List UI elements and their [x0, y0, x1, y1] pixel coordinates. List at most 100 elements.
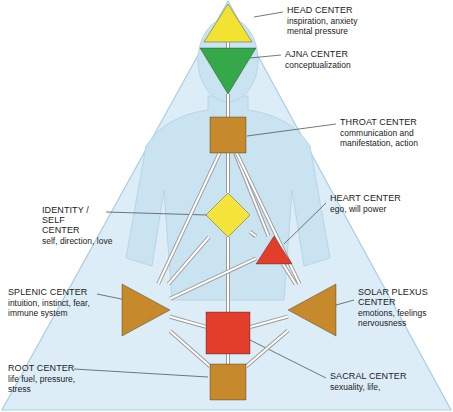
center-description: conceptualization — [285, 61, 385, 71]
channel-fill — [250, 232, 256, 237]
channel-fill — [227, 94, 229, 117]
center-shape — [288, 284, 336, 336]
center-outline — [210, 117, 246, 153]
center-label: SPLENIC CENTERintuition, instinct, fear,… — [8, 288, 98, 318]
channel — [250, 317, 288, 327]
center-label: HEART CENTERego, will power — [330, 194, 420, 215]
center-name: HEART CENTER — [330, 194, 420, 204]
center-label: HEAD CENTERinspiration, anxiety mental p… — [287, 6, 377, 36]
leader-line — [247, 124, 336, 136]
channel-fill — [227, 42, 229, 48]
center-node: SPLENIC CENTERintuition, instinct, fear,… — [122, 284, 170, 336]
channel-outline — [283, 264, 296, 284]
center-description: inspiration, anxiety mental pressure — [287, 17, 375, 37]
center-shape — [206, 193, 250, 237]
channel — [283, 264, 296, 284]
channel-fill — [227, 354, 229, 364]
leader-line — [74, 369, 208, 377]
channel-outline — [226, 94, 230, 117]
center-outline — [204, 4, 252, 42]
center-shape — [206, 312, 250, 354]
center-shape — [210, 117, 246, 153]
center-shape — [200, 48, 256, 94]
channel-outline — [250, 317, 288, 327]
center-shape — [256, 236, 292, 264]
center-node: ROOT CENTERlife fuel, pressure, stress — [210, 364, 246, 400]
channel — [170, 331, 210, 366]
channel-outline — [250, 232, 256, 237]
center-outline — [256, 236, 292, 264]
channel-fill — [170, 317, 206, 327]
center-label: IDENTITY / SELF CENTERself, direction, l… — [42, 206, 142, 246]
center-name: ROOT CENTER — [8, 364, 98, 374]
center-description: intuition, instinct, fear, immune system — [8, 299, 94, 319]
channel-outline — [170, 331, 210, 366]
center-outline — [210, 364, 246, 400]
channel — [228, 354, 229, 364]
channel — [168, 237, 209, 284]
center-name: SPLENIC CENTER — [8, 288, 98, 298]
channel — [170, 317, 206, 327]
channel-fill — [227, 153, 229, 193]
center-label: ROOT CENTERlife fuel, pressure, stress — [8, 364, 98, 394]
channel-outline — [226, 42, 230, 48]
center-label: THROAT CENTERcommunication and manifesta… — [340, 118, 435, 148]
center-name: AJNA CENTER — [285, 50, 375, 60]
channel — [246, 331, 288, 367]
center-description: self, direction, love — [42, 237, 142, 247]
channel-fill — [246, 331, 288, 367]
center-name: HEAD CENTER — [287, 6, 377, 16]
center-description: life fuel, pressure, stress — [8, 375, 88, 395]
channel-fill — [170, 331, 210, 366]
channel-outline — [170, 317, 206, 327]
channel-outline — [226, 153, 230, 193]
center-node: AJNA CENTERconceptualization — [200, 48, 256, 94]
channel-fill — [168, 237, 209, 284]
channel-outline — [226, 354, 230, 364]
center-outline — [206, 312, 250, 354]
center-name: SOLAR PLEXUS CENTER — [358, 288, 430, 308]
center-name: SACRAL CENTER — [330, 372, 420, 382]
body-silhouette — [126, 96, 330, 300]
center-outline — [206, 193, 250, 237]
channel — [170, 258, 256, 298]
channel — [228, 153, 229, 193]
center-outline — [200, 48, 256, 94]
center-shape — [210, 364, 246, 400]
center-description: emotions, feelings nervousness — [358, 309, 438, 329]
channel — [228, 94, 229, 117]
channel — [228, 42, 229, 48]
center-description: ego, will power — [330, 205, 420, 215]
center-shape — [204, 4, 252, 42]
center-label: SACRAL CENTERsexuality, life, — [330, 372, 420, 393]
center-name: THROAT CENTER — [340, 118, 435, 128]
leader-line — [250, 55, 281, 58]
channel-fill — [250, 317, 288, 327]
channel-fill — [283, 264, 296, 284]
leader-line — [284, 203, 326, 244]
leader-line — [250, 340, 326, 378]
center-label: SOLAR PLEXUS CENTERemotions, feelings ne… — [358, 288, 438, 328]
center-node: SOLAR PLEXUS CENTERemotions, feelings ne… — [288, 284, 336, 336]
channel — [228, 237, 229, 312]
channel-outline — [226, 237, 230, 312]
channel — [250, 232, 256, 237]
center-node: HEAD CENTERinspiration, anxiety mental p… — [204, 4, 252, 42]
center-node: THROAT CENTERcommunication and manifesta… — [210, 117, 246, 153]
center-outline — [122, 284, 170, 336]
center-outline — [288, 284, 336, 336]
channel-fill — [170, 258, 256, 298]
center-name: IDENTITY / SELF CENTER — [42, 206, 104, 236]
channel-outline — [170, 258, 256, 298]
center-node: IDENTITY / SELF CENTERself, direction, l… — [206, 193, 250, 237]
leader-line — [254, 12, 283, 17]
channel-outline — [246, 331, 288, 367]
center-label: AJNA CENTERconceptualization — [285, 50, 385, 71]
center-description: communication and manifestation, action — [340, 129, 435, 149]
center-node: HEART CENTERego, will power — [256, 236, 292, 264]
center-description: sexuality, life, — [330, 383, 420, 393]
channel-fill — [227, 237, 229, 312]
center-node: SACRAL CENTERsexuality, life, — [206, 312, 250, 354]
